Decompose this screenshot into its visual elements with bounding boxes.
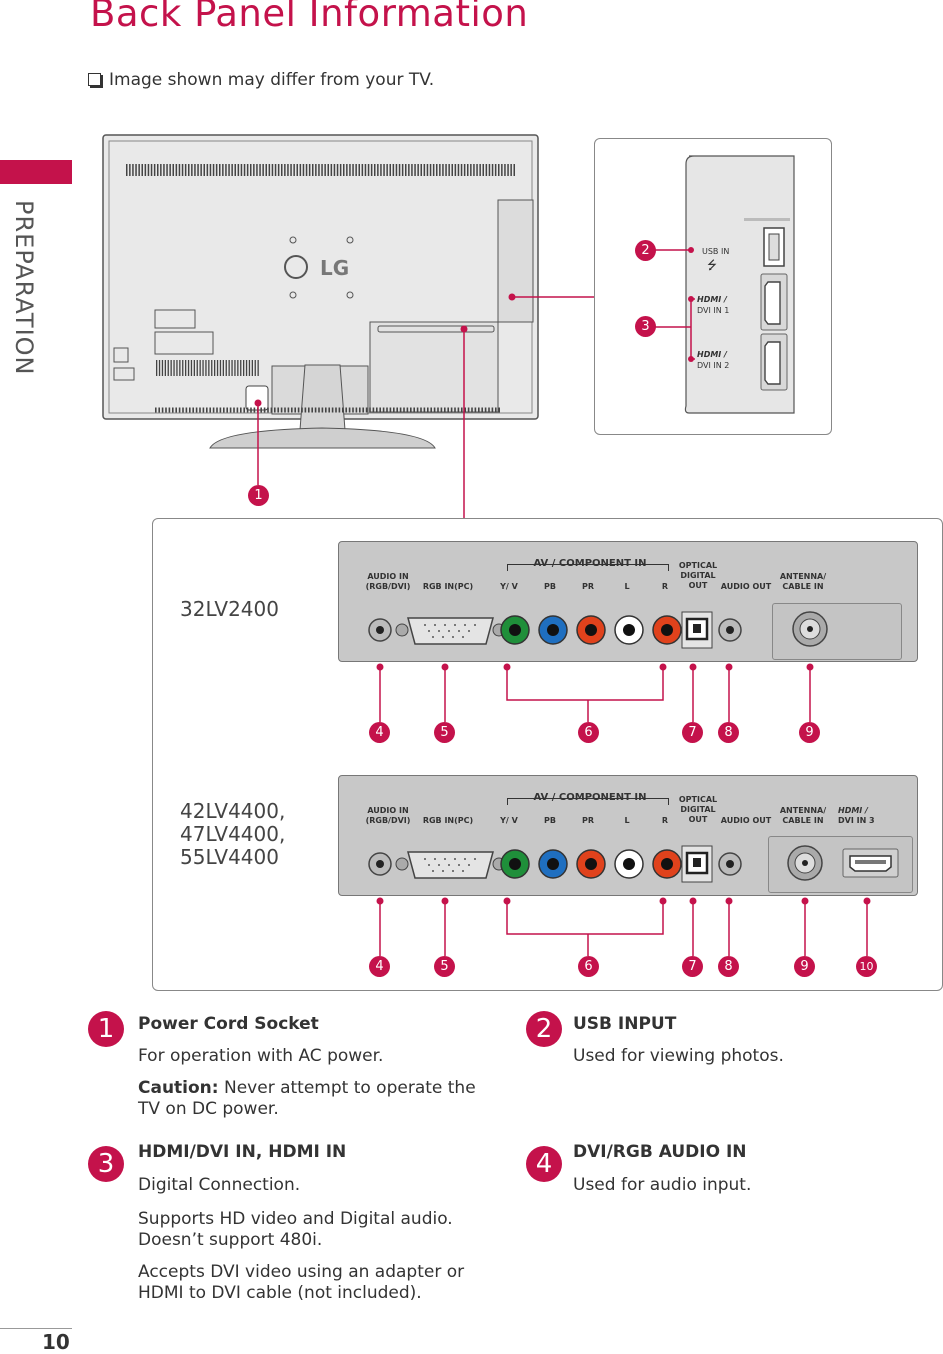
page-number-rule	[0, 1328, 72, 1329]
antenna-label: ANTENNA/CABLE IN	[779, 572, 827, 591]
av-bracket	[507, 564, 669, 571]
yv-label: Y/ V	[500, 816, 518, 825]
pr-label: PR	[581, 816, 595, 825]
callout-3: 3	[635, 316, 656, 337]
desc-text-3a: Digital Connection.	[138, 1175, 301, 1195]
section-tab-marker	[0, 160, 72, 184]
rgb-in-label: RGB IN(PC)	[422, 582, 474, 591]
callout-1: 1	[248, 485, 269, 506]
checkbox-bullet-icon	[88, 73, 101, 86]
callout-8: 8	[718, 956, 739, 977]
pr-label: PR	[581, 582, 595, 591]
model-32lv2400: 32LV2400	[180, 597, 279, 621]
usb-icon: ⭍	[707, 258, 717, 272]
r-label: R	[661, 816, 669, 825]
lg-logo: LG	[320, 256, 349, 280]
callout-4: 4	[369, 722, 390, 743]
image-note: Image shown may differ from your TV.	[88, 70, 434, 90]
callout-5: 5	[434, 956, 455, 977]
desc-number-2: 2	[526, 1011, 562, 1047]
av-component-label: AV / COMPONENT IN	[533, 792, 647, 803]
callout-7: 7	[682, 956, 703, 977]
desc-text-2: Used for viewing photos.	[573, 1046, 784, 1066]
desc-heading-1: Power Cord Socket	[138, 1014, 319, 1034]
callout-5: 5	[434, 722, 455, 743]
callout-leader-lines	[254, 293, 594, 518]
audio-out-label: AUDIO OUT	[720, 816, 772, 825]
callout-10: 10	[856, 956, 877, 977]
callout-9: 9	[799, 722, 820, 743]
model-42lv4400: 42LV4400, 47LV4400, 55LV4400	[180, 799, 286, 869]
callout-7: 7	[682, 722, 703, 743]
rgb-in-label: RGB IN(PC)	[422, 816, 474, 825]
callout-lines-32	[376, 663, 814, 722]
callout-2: 2	[635, 240, 656, 261]
usb-in-label: USB IN	[702, 247, 729, 256]
desc-number-1: 1	[88, 1011, 124, 1047]
desc-number-3: 3	[88, 1146, 124, 1182]
hdmi-logo-icon: HDMI /	[838, 806, 868, 815]
page-number: 10	[42, 1330, 70, 1354]
desc-text-1: For operation with AC power.	[138, 1046, 384, 1066]
callout-8: 8	[718, 722, 739, 743]
pb-label: PB	[544, 582, 556, 591]
page-title: Back Panel Information	[90, 0, 529, 35]
l-label: L	[624, 582, 630, 591]
desc-heading-3: HDMI/DVI IN, HDMI IN	[138, 1142, 347, 1162]
hdmi3-label: HDMI /DVI IN 3	[838, 806, 875, 825]
yv-label: Y/ V	[500, 582, 518, 591]
tv-back-illustration: LG	[102, 134, 539, 449]
callout-4: 4	[369, 956, 390, 977]
jacks-42	[368, 845, 899, 883]
image-note-text: Image shown may differ from your TV.	[109, 70, 435, 90]
jacks-32	[368, 611, 828, 649]
l-label: L	[624, 816, 630, 825]
desc-heading-2: USB INPUT	[573, 1014, 677, 1034]
desc-heading-4: DVI/RGB AUDIO IN	[573, 1142, 747, 1162]
hdmi2-label: DVI IN 2	[697, 361, 729, 370]
desc-text-3b: Supports HD video and Digital audio. Doe…	[138, 1209, 453, 1250]
audio-in-label: AUDIO IN(RGB/DVI)	[365, 572, 411, 591]
desc-text-3c: Accepts DVI video using an adapter or HD…	[138, 1262, 465, 1303]
hdmi-logo-icon: HDMI /	[697, 295, 728, 304]
callout-9: 9	[794, 956, 815, 977]
av-bracket	[507, 798, 669, 805]
pb-label: PB	[544, 816, 556, 825]
callout-6: 6	[578, 722, 599, 743]
audio-in-label: AUDIO IN(RGB/DVI)	[365, 806, 411, 825]
callout-lines-42	[376, 897, 871, 956]
callout-6: 6	[578, 956, 599, 977]
audio-out-label: AUDIO OUT	[720, 582, 772, 591]
hdmi1-label: DVI IN 1	[697, 306, 729, 315]
desc-number-4: 4	[526, 1146, 562, 1182]
desc-text-4: Used for audio input.	[573, 1175, 752, 1195]
r-label: R	[661, 582, 669, 591]
av-component-label: AV / COMPONENT IN	[533, 558, 647, 569]
hdmi-logo-icon: HDMI /	[697, 350, 728, 359]
antenna-label: ANTENNA/CABLE IN	[779, 806, 827, 825]
desc-caution-1: Caution: Never attempt to operate the TV…	[138, 1078, 476, 1119]
